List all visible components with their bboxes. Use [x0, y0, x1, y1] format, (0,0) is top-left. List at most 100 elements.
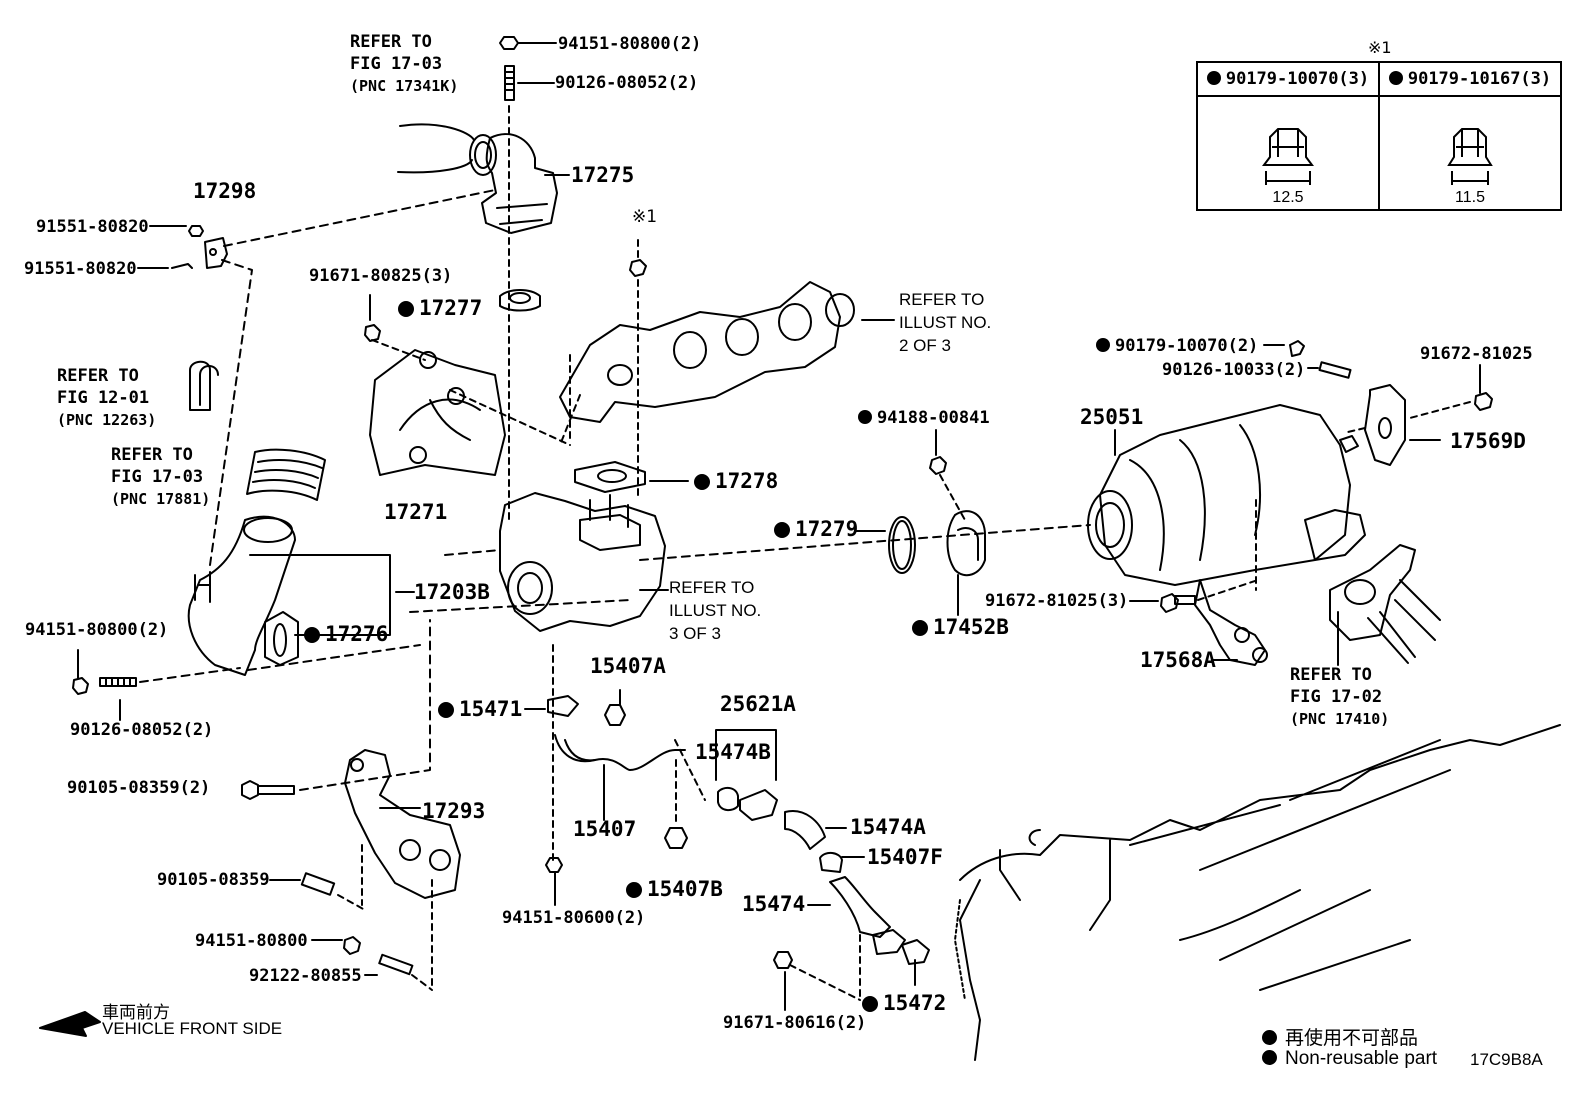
label-25051: 25051: [1080, 405, 1144, 429]
figure-code: 17C9B8A: [1470, 1050, 1543, 1069]
note-table: 90179-10070(3) 90179-10167(3) 12.5: [1196, 61, 1562, 211]
nonreusable-dot-icon: [398, 301, 414, 317]
flange-nut-icon: [1262, 128, 1314, 185]
note-table-mark: ※1: [1368, 38, 1392, 57]
label-17276: 17276: [304, 622, 388, 646]
label-90126-08052-2-left: 90126-08052(2): [70, 720, 214, 740]
label-91671-80825-3: 91671-80825(3): [309, 266, 453, 286]
nonreusable-dot-icon: [304, 627, 320, 643]
label-15471: 15471: [438, 697, 522, 721]
part-25051: [1099, 404, 1351, 586]
legend-jp: 再使用不可部品: [1262, 1023, 1418, 1050]
part-17568A: [1194, 579, 1266, 666]
label-15472: 15472: [862, 991, 946, 1015]
label-15474A: 15474A: [850, 815, 926, 839]
label-note-x1: ※1: [632, 207, 658, 227]
nut-94188-icon: [929, 456, 947, 475]
part-15471: [547, 695, 579, 717]
label-91672-81025-3: 91672-81025(3): [985, 591, 1129, 611]
label-15474: 15474: [742, 892, 806, 916]
part-inlet-hose: [246, 448, 326, 501]
nonreusable-dot-icon: [774, 522, 790, 538]
label-17452B: 17452B: [912, 615, 1009, 639]
label-94151-80800-2-left: 94151-80800(2): [25, 620, 169, 640]
note-col1-cell: 12.5: [1196, 95, 1380, 211]
nut-top-icon: [499, 36, 519, 50]
label-94188-00841: 94188-00841: [858, 408, 990, 428]
label-17568A: 17568A: [1140, 648, 1216, 672]
note-col2-header: 90179-10167(3): [1378, 61, 1562, 97]
legend-en: Non-reusable part: [1262, 1048, 1437, 1070]
label-17203B: 17203B: [414, 580, 490, 604]
label-90105-08359-2: 90105-08359(2): [67, 778, 211, 798]
label-17298: 17298: [193, 179, 257, 203]
part-17277: [499, 289, 541, 312]
part-front-pipe-gasket: [1329, 544, 1416, 641]
label-15407A: 15407A: [590, 654, 666, 678]
label-17275: 17275: [571, 163, 635, 187]
nonreusable-dot-icon: [694, 474, 710, 490]
label-91551-80820-b: 91551-80820: [24, 259, 137, 279]
label-15407B: 15407B: [626, 877, 723, 901]
label-17277: 17277: [398, 296, 482, 320]
note-col1-part: 90179-10070(3): [1225, 69, 1370, 89]
nonreusable-dot-icon: [1388, 71, 1403, 85]
label-15407F: 15407F: [867, 845, 943, 869]
part-15474: [829, 876, 891, 938]
flange-nut-icon: [1447, 128, 1493, 185]
label-17293: 17293: [422, 799, 486, 823]
label-90105-08359: 90105-08359: [157, 870, 270, 890]
part-15407: [554, 734, 686, 771]
part-17569D: [1364, 384, 1406, 466]
label-17279: 17279: [774, 517, 858, 541]
part-17278: [574, 461, 646, 493]
label-92122-80855: 92122-80855: [249, 966, 362, 986]
nonreusable-dot-icon: [1206, 71, 1221, 85]
front-arrow-icon: [39, 1011, 101, 1037]
part-17279: [888, 516, 916, 574]
part-15474A: [784, 810, 826, 850]
front-side-jp: 車両前方: [102, 1003, 170, 1022]
label-17278: 17278: [694, 469, 778, 493]
nonreusable-dot-icon: [858, 410, 872, 424]
note-col2-part: 90179-10167(3): [1407, 69, 1552, 89]
nonreusable-dot-icon: [862, 996, 878, 1012]
label-90126-10033-2: 90126-10033(2): [1162, 360, 1306, 380]
label-91672-81025: 91672-81025: [1420, 344, 1533, 364]
label-25621A: 25621A: [720, 692, 796, 716]
nonreusable-dot-icon: [438, 702, 454, 718]
part-15407A: [604, 704, 626, 726]
label-91671-80616-2: 91671-80616(2): [723, 1013, 867, 1033]
label-90126-08052-2-top: 90126-08052(2): [555, 73, 699, 93]
nonreusable-dot-icon: [626, 882, 642, 898]
label-15474B: 15474B: [695, 740, 771, 764]
label-17271: 17271: [384, 500, 448, 524]
label-94151-80800: 94151-80800: [195, 931, 308, 951]
note-col2-cell: 11.5: [1378, 95, 1562, 211]
nonreusable-dot-icon: [1262, 1030, 1277, 1045]
front-side-en: VEHICLE FRONT SIDE: [102, 1019, 283, 1038]
part-15472: [901, 939, 930, 965]
part-17452B: [946, 510, 986, 577]
nonreusable-dot-icon: [1262, 1050, 1277, 1065]
part-15407B: [664, 827, 688, 849]
label-15407: 15407: [573, 817, 637, 841]
nonreusable-dot-icon: [1096, 338, 1110, 352]
label-94151-80800-2-top: 94151-80800(2): [558, 34, 702, 54]
note-col2-dim: 11.5: [1455, 189, 1485, 206]
note-col1-dim: 12.5: [1272, 189, 1304, 206]
part-17276: [264, 611, 299, 666]
label-91551-80820-a: 91551-80820: [36, 217, 149, 237]
label-17569D: 17569D: [1450, 429, 1526, 453]
part-17275: [481, 133, 558, 234]
part-17293: [344, 749, 461, 899]
label-94151-80600-2: 94151-80600(2): [502, 908, 646, 928]
label-90179-10070-2: 90179-10070(2): [1096, 336, 1258, 356]
